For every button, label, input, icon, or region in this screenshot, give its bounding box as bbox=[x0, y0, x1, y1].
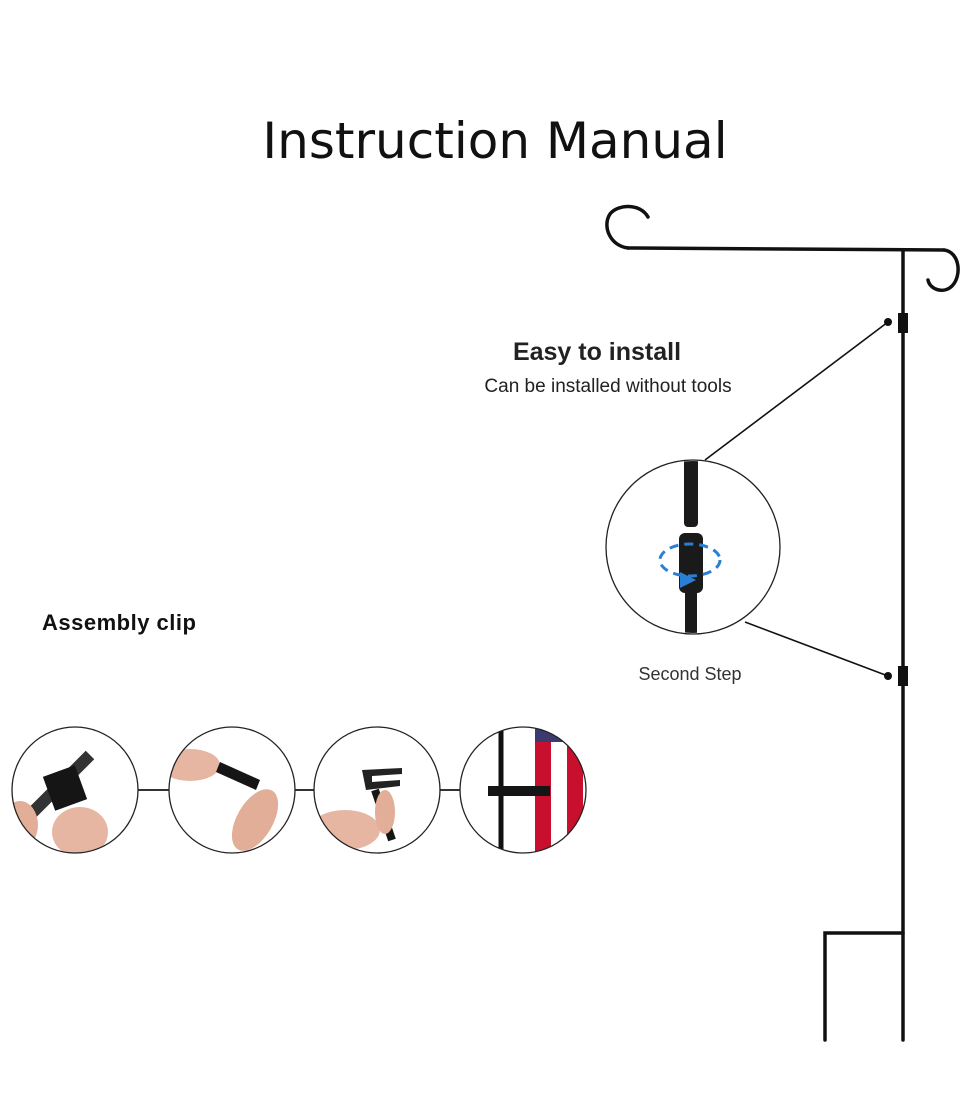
rotation-arrow-icon bbox=[658, 542, 722, 578]
second-step-detail bbox=[605, 459, 781, 635]
clip-step-2 bbox=[168, 726, 296, 854]
ground-stake bbox=[823, 931, 905, 1042]
page-title: Instruction Manual bbox=[262, 112, 727, 170]
clip-step-3 bbox=[313, 726, 441, 854]
pole-joint-upper bbox=[898, 313, 908, 333]
rotation-arrowhead-icon bbox=[680, 572, 696, 588]
leader-line-lower bbox=[744, 621, 889, 677]
garden-flag-pole bbox=[605, 204, 960, 1042]
top-bar bbox=[626, 246, 946, 252]
right-hook bbox=[926, 248, 960, 292]
left-hook bbox=[605, 204, 650, 250]
easy-install-heading: Easy to install bbox=[513, 338, 681, 366]
assembly-clip-label: Assembly clip bbox=[42, 610, 196, 635]
pole-segment-upper bbox=[684, 461, 698, 527]
pole-segment-lower bbox=[685, 590, 697, 633]
clip-step-1 bbox=[11, 726, 139, 854]
second-step-caption: Second Step bbox=[638, 664, 741, 684]
easy-install-subheading: Can be installed without tools bbox=[484, 376, 731, 397]
pole-joint-lower bbox=[898, 666, 908, 686]
clip-step-4 bbox=[459, 726, 587, 854]
leader-line-upper bbox=[704, 321, 889, 461]
